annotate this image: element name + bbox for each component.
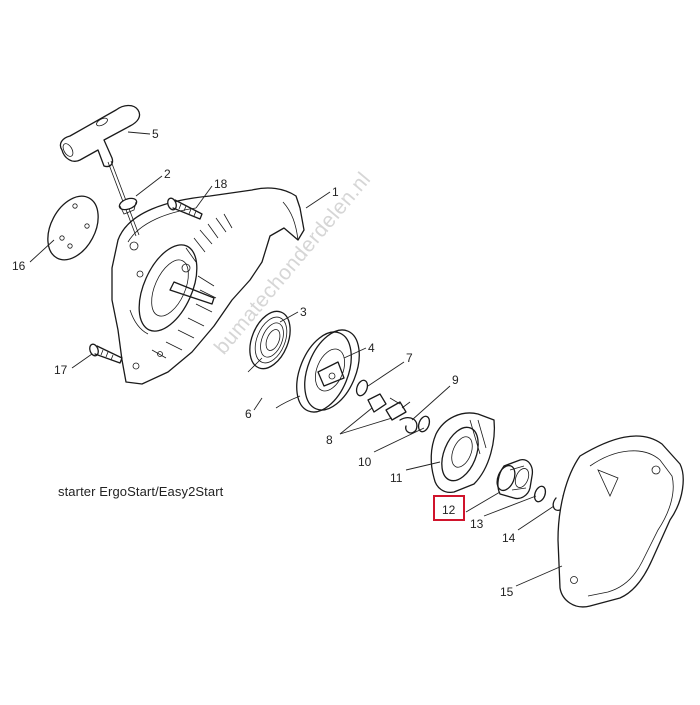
callout-labels: 1 2 3 4 5 6 7 8 9 10 11 12 13 14 15 16 1… xyxy=(12,127,516,599)
part-10-washer xyxy=(417,415,431,433)
callout-4: 4 xyxy=(368,341,375,355)
part-18-screw xyxy=(167,197,203,220)
part-6-rope xyxy=(275,395,301,409)
callout-14: 14 xyxy=(502,531,516,545)
highlight-box-part-12 xyxy=(433,495,465,521)
part-8-pawls xyxy=(367,393,411,421)
part-9-spring-clip xyxy=(399,416,418,434)
callout-15: 15 xyxy=(500,585,514,599)
part-1-housing xyxy=(111,187,305,385)
part-7-washer xyxy=(355,379,369,397)
callout-10: 10 xyxy=(358,455,372,469)
callout-18: 18 xyxy=(214,177,228,191)
part-5-handle xyxy=(59,104,141,168)
callout-13: 13 xyxy=(470,517,484,531)
callout-8: 8 xyxy=(326,433,333,447)
part-16-disc xyxy=(47,195,99,261)
callout-6: 6 xyxy=(245,407,252,421)
part-4-rope-rotor xyxy=(296,329,360,413)
starter-rope xyxy=(107,160,140,237)
part-2-grommet xyxy=(118,197,138,215)
callout-1: 1 xyxy=(332,185,339,199)
part-15-guard xyxy=(557,435,684,608)
leader-lines xyxy=(29,131,563,587)
diagram-caption: starter ErgoStart/Easy2Start xyxy=(58,484,224,499)
callout-9: 9 xyxy=(452,373,459,387)
callout-11: 11 xyxy=(390,471,403,485)
callout-16: 16 xyxy=(12,259,26,273)
callout-3: 3 xyxy=(300,305,307,319)
part-11-housing-cup xyxy=(430,412,496,494)
callout-17: 17 xyxy=(54,363,68,377)
callout-12: 12 xyxy=(442,503,456,517)
part-3-rewind-spring xyxy=(247,310,291,373)
callout-2: 2 xyxy=(164,167,171,181)
part-13-washer xyxy=(533,485,547,503)
callout-5: 5 xyxy=(152,127,159,141)
part-17-screw xyxy=(89,343,123,364)
part-12-hub xyxy=(496,459,534,500)
callout-7: 7 xyxy=(406,351,413,365)
